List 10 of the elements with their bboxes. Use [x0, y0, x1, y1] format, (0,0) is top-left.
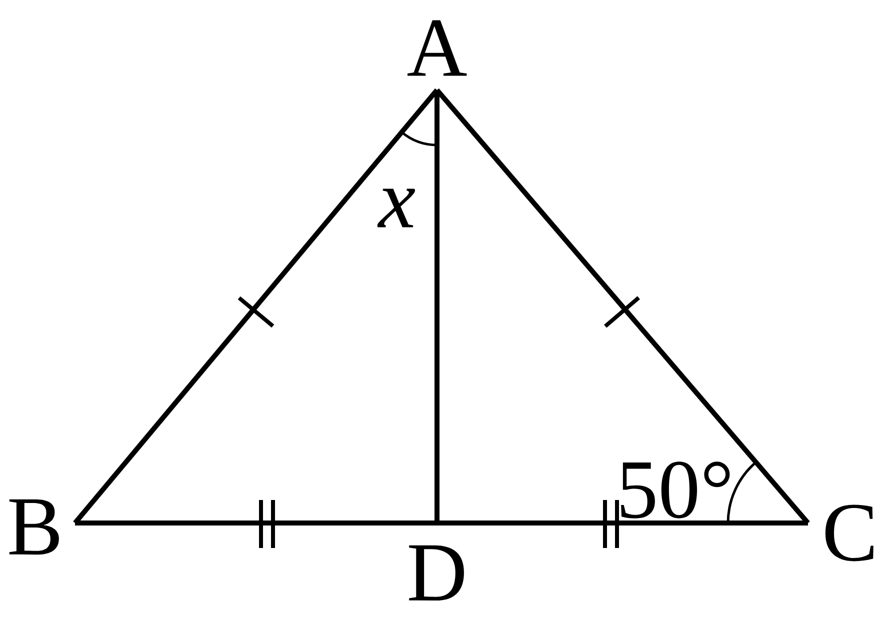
line-segment	[435, 88, 810, 525]
angle-label: x	[377, 188, 416, 228]
vertex-label: D	[409, 545, 464, 601]
vertex-label: C	[825, 504, 874, 562]
angle-label: 50°	[621, 462, 730, 518]
line-segment	[75, 520, 437, 526]
vertex-label: B	[9, 499, 59, 555]
line-segment	[73, 88, 439, 525]
vertex-label: A	[408, 20, 467, 76]
line-segment	[437, 520, 808, 526]
